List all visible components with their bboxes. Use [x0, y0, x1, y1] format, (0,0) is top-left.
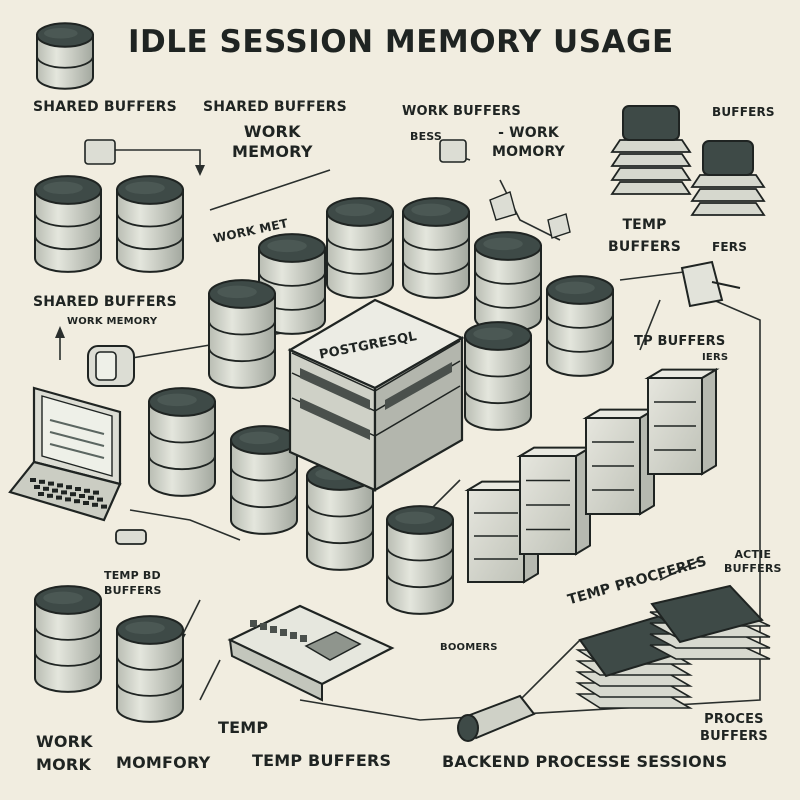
label-work-memory-top: WORK MEMORY — [232, 122, 313, 161]
memory-module-icon — [227, 604, 395, 702]
label-shared-buffers-mid-left: SHARED BUFFERS — [33, 294, 177, 310]
label-backend-sessions: BACKEND PROCESSE SESSIONS — [442, 752, 728, 771]
cylinder-pipe-icon — [457, 694, 536, 742]
process-stack-icon — [690, 140, 766, 216]
label-temp-buffers-bottom: TEMP BUFFERS — [252, 751, 392, 770]
database-cylinder-icon — [546, 275, 614, 377]
database-cylinders — [34, 22, 614, 723]
connection-line — [199, 659, 221, 701]
laptop-icon — [8, 386, 147, 545]
small-node-icons — [84, 139, 571, 239]
database-cylinder-icon — [208, 279, 276, 389]
database-cylinder-icon — [116, 615, 184, 723]
database-cylinder-icon — [148, 387, 216, 497]
database-cylinder-icon — [474, 231, 542, 333]
label-bess-top: BESS — [410, 130, 443, 143]
connector-plug-icon — [680, 260, 741, 308]
label-work-memory-mid-left: WORK MEMORY — [67, 316, 158, 327]
label-iers: IERS — [702, 352, 729, 363]
label-work-mork: WORK MORK — [36, 732, 93, 774]
label-tp-buffers: TP BUFFERS — [634, 334, 726, 349]
connection-line — [639, 299, 661, 351]
label-work-momory-top: - WORK MOMORY — [492, 125, 566, 160]
process-boxes — [287, 105, 771, 709]
label-proces-buffers: PROCES BUFFERS — [700, 712, 768, 744]
label-boomers: BOOMERS — [440, 642, 498, 653]
label-temp-bd-buffers: TEMP BD BUFFERS — [104, 569, 162, 597]
process-box-icon — [582, 407, 658, 516]
connection-line — [659, 559, 701, 581]
database-cylinder-icon — [230, 425, 298, 535]
database-cylinder-icon — [34, 585, 102, 693]
arrow-head — [195, 165, 205, 176]
label-actie-buffers: ACTIE BUFFERS — [724, 548, 782, 575]
process-box-icon — [644, 367, 720, 476]
label-temp-buffers-right: TEMP BUFFERS — [608, 217, 681, 255]
page-title: IDLE SESSION MEMORY USAGE — [128, 24, 674, 60]
label-buffers-top-right: BUFFERS — [712, 105, 775, 119]
connection-line — [129, 509, 241, 541]
arrow-head — [55, 326, 65, 338]
database-cylinder-icon — [402, 197, 470, 299]
connection-line — [100, 149, 201, 170]
database-cylinder-icon — [326, 197, 394, 299]
connection-line — [299, 289, 761, 721]
label-shared-buffers-top-center: SHARED BUFFERS — [203, 99, 347, 115]
database-cylinder-icon — [386, 505, 454, 615]
database-cylinder-icon — [464, 321, 532, 431]
postgresql-server-icon — [287, 298, 465, 492]
database-cylinder-icon — [36, 22, 94, 90]
database-cylinder-icon — [116, 175, 184, 273]
process-stack-icon — [575, 584, 771, 709]
connection-line — [209, 169, 331, 211]
database-cylinder-icon — [34, 175, 102, 273]
process-stack-icon — [610, 105, 692, 195]
label-momfory: MOMFORY — [116, 753, 211, 772]
label-work-buffers-top: WORK BUFFERS — [402, 104, 521, 119]
label-temp-bottom: TEMP — [218, 718, 269, 737]
label-fers-right: FERS — [712, 240, 748, 254]
misc-icons — [8, 139, 741, 742]
process-box-icon — [516, 445, 594, 556]
memory-gauge-icon — [87, 345, 135, 387]
label-shared-buffers-top-left: SHARED BUFFERS — [33, 99, 177, 115]
